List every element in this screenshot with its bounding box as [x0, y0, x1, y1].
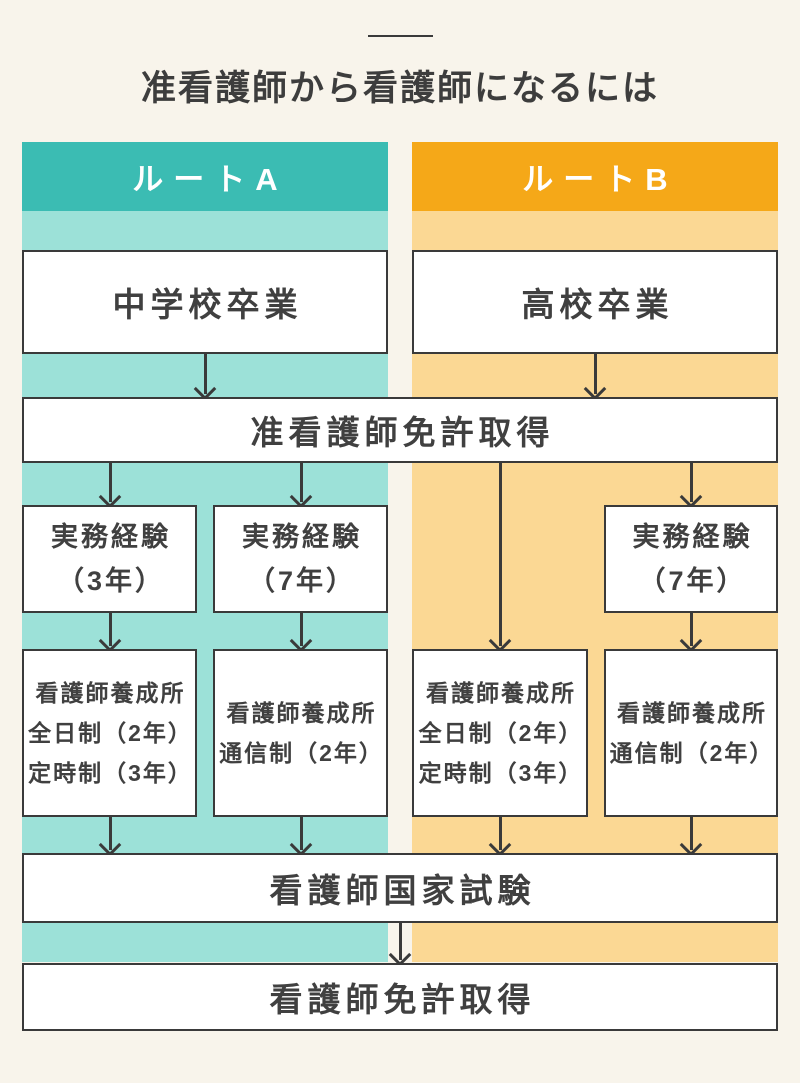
- arrow-down-icon: [204, 354, 207, 394]
- node-line: 看護師養成所: [617, 700, 767, 726]
- node-national-exam: 看護師国家試験: [22, 853, 778, 923]
- arrow-down-icon: [499, 463, 502, 646]
- node-experience-3y: 実務経験 （3年）: [22, 505, 197, 613]
- node-junior-high-graduation: 中学校卒業: [22, 250, 388, 354]
- node-lpn-license: 准看護師免許取得: [22, 397, 778, 463]
- node-line: 実務経験: [242, 522, 362, 552]
- arrow-down-icon: [499, 817, 502, 850]
- route-b-label: ルートB: [522, 162, 678, 197]
- node-line: 実務経験: [632, 522, 753, 552]
- node-school-fulltime-route-a: 看護師養成所 全日制（2年） 定時制（3年）: [22, 649, 197, 817]
- node-line: 看護師養成所: [226, 700, 377, 726]
- route-b-header: ルートB: [412, 142, 778, 211]
- node-school-correspondence-route-b: 看護師養成所 通信制（2年）: [604, 649, 778, 817]
- route-a-label: ルートA: [132, 162, 288, 197]
- node-line: 定時制（3年）: [28, 760, 193, 786]
- node-school-fulltime-route-b: 看護師養成所 全日制（2年） 定時制（3年）: [412, 649, 588, 817]
- node-experience-7y-route-b: 実務経験 （7年）: [604, 505, 778, 613]
- route-a-header: ルートA: [22, 142, 388, 211]
- node-line: （7年）: [247, 566, 357, 596]
- node-label: 看護師免許取得: [269, 981, 536, 1018]
- arrow-down-icon: [690, 613, 693, 646]
- page-title: 准看護師から看護師になるには: [140, 69, 659, 108]
- arrow-down-icon: [300, 613, 303, 646]
- node-school-correspondence-route-a: 看護師養成所 通信制（2年）: [213, 649, 388, 817]
- arrow-down-icon: [109, 613, 112, 646]
- node-line: （7年）: [638, 566, 747, 596]
- node-label: 高校卒業: [521, 286, 674, 323]
- node-high-school-graduation: 高校卒業: [412, 250, 778, 354]
- node-line: 実務経験: [51, 522, 171, 552]
- node-experience-7y-route-a: 実務経験 （7年）: [213, 505, 388, 613]
- node-line: （3年）: [56, 566, 166, 596]
- arrow-down-icon: [300, 817, 303, 850]
- node-line: 通信制（2年）: [219, 740, 384, 766]
- node-label: 看護師国家試験: [269, 872, 536, 909]
- arrow-down-icon: [109, 463, 112, 502]
- node-label: 中学校卒業: [112, 286, 303, 323]
- arrow-down-icon: [300, 463, 303, 502]
- arrow-down-icon: [690, 463, 693, 502]
- node-label: 准看護師免許取得: [250, 414, 555, 451]
- node-line: 全日制（2年）: [28, 720, 193, 746]
- node-line: 定時制（3年）: [418, 760, 584, 786]
- node-line: 通信制（2年）: [609, 740, 775, 766]
- node-line: 全日制（2年）: [418, 720, 584, 746]
- node-rn-license: 看護師免許取得: [22, 963, 778, 1031]
- node-line: 看護師養成所: [426, 680, 576, 706]
- title-divider-line: [368, 35, 433, 37]
- arrow-down-icon: [690, 817, 693, 850]
- arrow-down-icon: [109, 817, 112, 850]
- arrow-down-icon: [594, 354, 597, 394]
- node-line: 看護師養成所: [35, 680, 186, 706]
- arrow-down-icon: [399, 923, 402, 960]
